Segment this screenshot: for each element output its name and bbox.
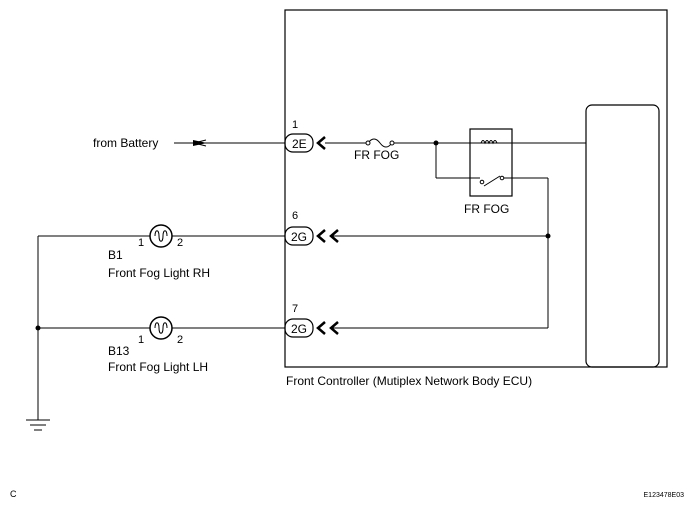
- battery-label: from Battery: [93, 136, 158, 150]
- connector-6-code: 2G: [291, 230, 307, 244]
- fog-light-lh: 1 2 B13 Front Fog Light LH: [108, 316, 208, 374]
- light-lh-name: Front Fog Light LH: [108, 360, 208, 374]
- connector-2e-pin: 1: [292, 119, 298, 131]
- light-rh-name: Front Fog Light RH: [108, 266, 210, 280]
- light-lh-pin2: 2: [177, 334, 183, 346]
- ecu-label: Front Controller (Mutiplex Network Body …: [286, 374, 532, 388]
- connector-7-code: 2G: [291, 322, 307, 336]
- ecu-internal-module: [585, 104, 660, 368]
- bulb-icon: [149, 224, 173, 248]
- connector-2g-pin6: 6 2G: [284, 210, 339, 246]
- fuse-label: FR FOG: [354, 148, 399, 162]
- light-rh-id: B1: [108, 248, 123, 262]
- fog-light-rh: 1 2 B1 Front Fog Light RH: [108, 224, 210, 280]
- corner-left-label: C: [10, 489, 17, 499]
- relay-label: FR FOG: [464, 202, 509, 216]
- connector-2e-code: 2E: [292, 137, 307, 151]
- light-rh-pin1: 1: [138, 237, 144, 249]
- fuse-symbol: [367, 138, 393, 148]
- connector-7-pin: 7: [292, 303, 298, 315]
- connector-2e: 1 2E: [284, 119, 326, 153]
- light-rh-pin2: 2: [177, 237, 183, 249]
- connector-6-pin: 6: [292, 210, 298, 222]
- corner-right-label: E123478E03: [644, 492, 685, 499]
- connector-2g-pin7: 7 2G: [284, 303, 339, 338]
- ecu-box: [284, 9, 668, 368]
- light-lh-pin1: 1: [138, 334, 144, 346]
- bulb-icon: [149, 316, 173, 340]
- ground-icon: [26, 419, 50, 431]
- relay: FR FOG: [435, 128, 548, 216]
- light-lh-id: B13: [108, 344, 130, 358]
